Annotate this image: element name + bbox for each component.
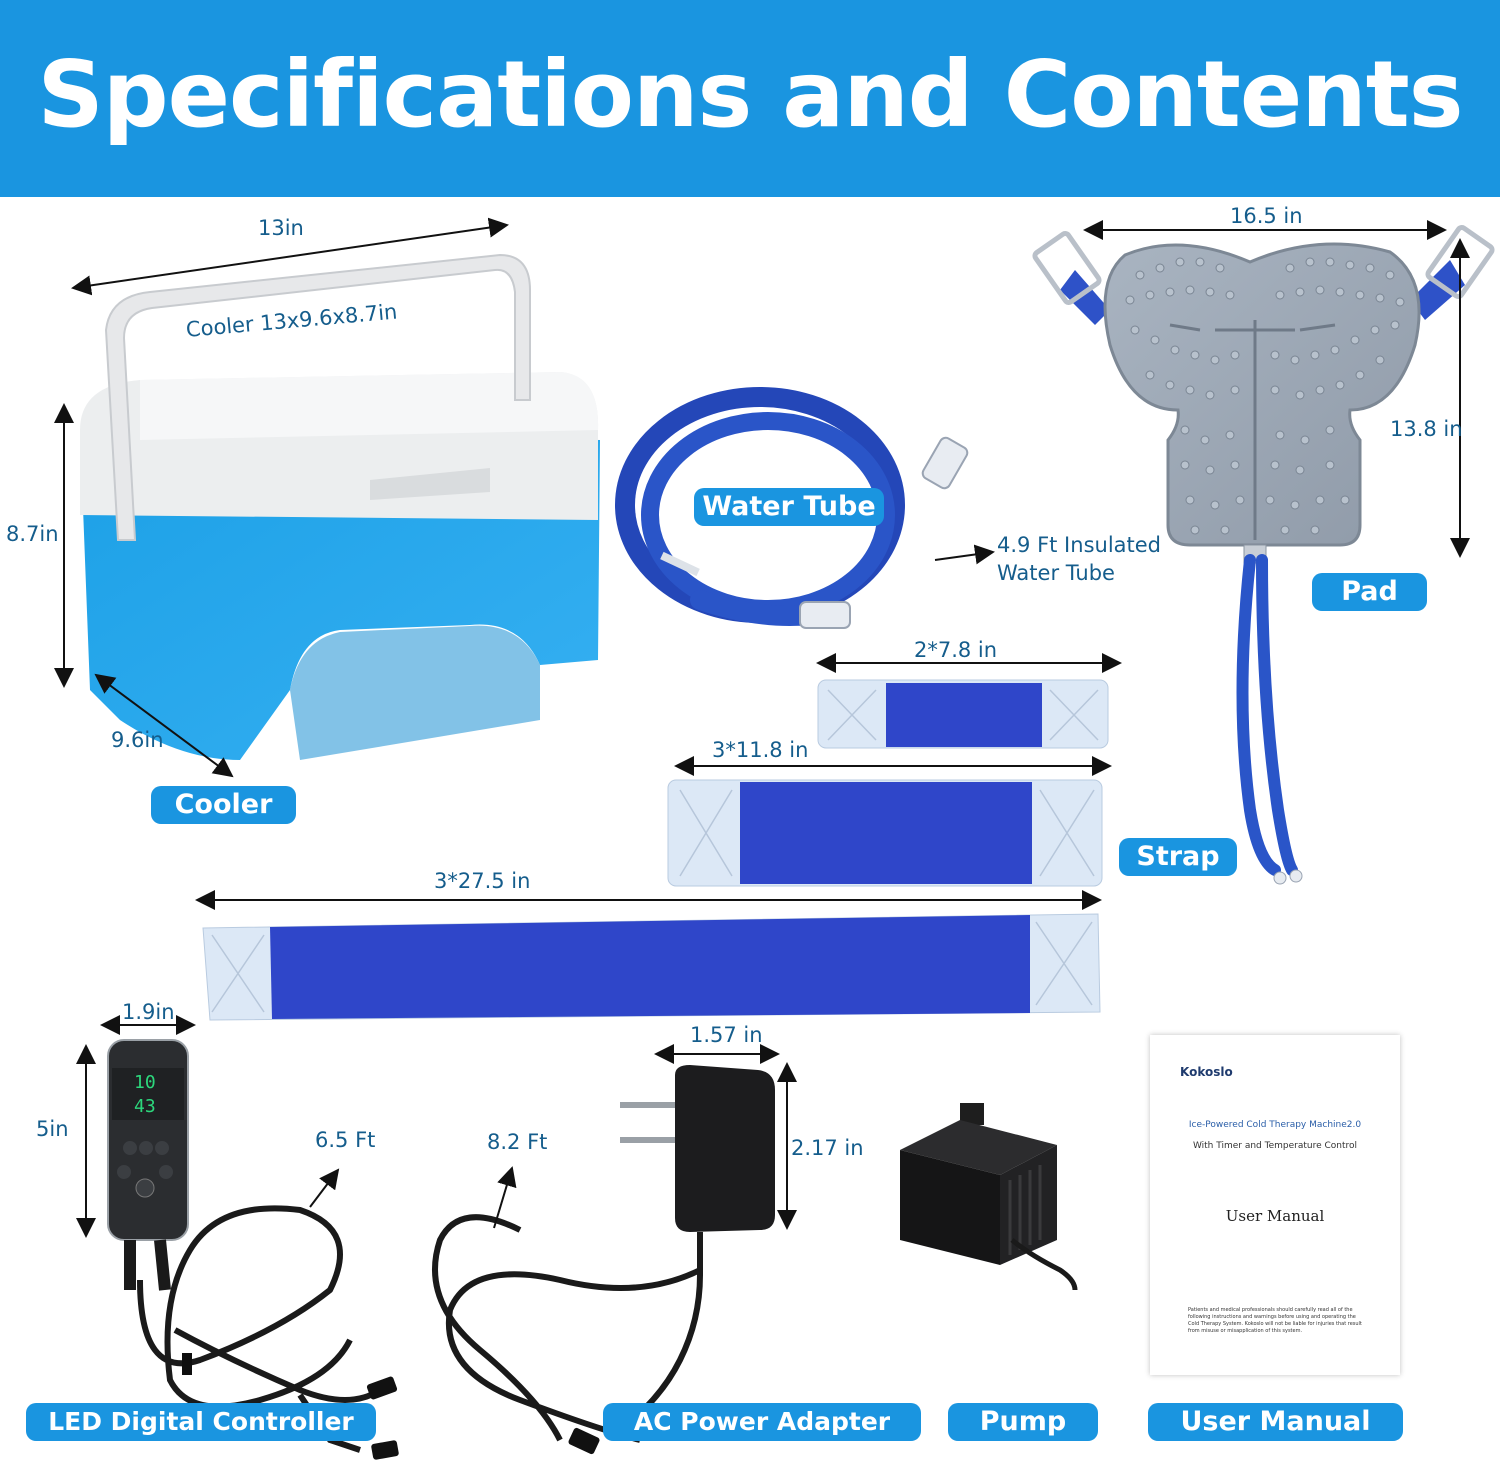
cooler-depth-label: 9.6in (111, 728, 164, 752)
controller-height-label: 5in (36, 1117, 69, 1141)
cooler-pill: Cooler (151, 786, 296, 824)
manual-heading: User Manual (1225, 1207, 1325, 1225)
strap-short-image (817, 679, 1109, 749)
strap-long-label: 3*27.5 in (434, 869, 531, 893)
strap-medium-label: 3*11.8 in (712, 738, 809, 762)
controller-display-bottom: 43 (134, 1096, 156, 1117)
manual-title: Ice-Powered Cold Therapy Machine2.0 (1188, 1120, 1362, 1130)
controller-cable-label: 6.5 Ft (315, 1128, 376, 1152)
cooler-width-label: 13in (258, 216, 304, 240)
cooler-image (80, 253, 600, 760)
adapter-pill: AC Power Adapter (603, 1403, 921, 1441)
adapter-cable-label: 8.2 Ft (487, 1130, 548, 1154)
pump-pill: Pump (948, 1403, 1098, 1441)
cooler-height-label: 8.7in (6, 522, 59, 546)
strap-long-image (202, 913, 1101, 1021)
pad-width-label: 16.5 in (1230, 204, 1303, 228)
user-manual-image: Kokoslo Ice-Powered Cold Therapy Machine… (1150, 1035, 1400, 1375)
header-banner: Specifications and Contents (0, 0, 1500, 197)
manual-subtitle: With Timer and Temperature Control (1192, 1141, 1358, 1151)
controller-image: 10 43 (107, 1039, 399, 1460)
pad-height-label: 13.8 in (1390, 417, 1463, 441)
ac-adapter-image (432, 1065, 775, 1455)
controller-width-label: 1.9in (122, 1000, 175, 1024)
strap-short-label: 2*7.8 in (914, 638, 998, 662)
pump-image (900, 1103, 1078, 1291)
page-title: Specifications and Contents (37, 41, 1463, 148)
water-tube-image (615, 387, 969, 629)
adapter-width-label: 1.57 in (690, 1023, 763, 1047)
manual-brand: Kokoslo (1180, 1065, 1233, 1079)
pad-pill: Pad (1312, 573, 1427, 611)
user-manual-pill: User Manual (1148, 1403, 1403, 1441)
controller-display-top: 10 (134, 1072, 156, 1093)
tube-note-line1: 4.9 Ft Insulated (997, 533, 1162, 557)
controller-pill: LED Digital Controller (26, 1403, 376, 1441)
strap-pill: Strap (1119, 838, 1237, 876)
strap-medium-image (667, 779, 1103, 887)
pad-image (1032, 225, 1495, 885)
manual-fine-print: Patients and medical professionals shoul… (1188, 1307, 1362, 1334)
tube-note-line2: Water Tube (997, 561, 1115, 585)
adapter-height-label: 2.17 in (791, 1136, 864, 1160)
water-tube-pill: Water Tube (694, 488, 884, 526)
